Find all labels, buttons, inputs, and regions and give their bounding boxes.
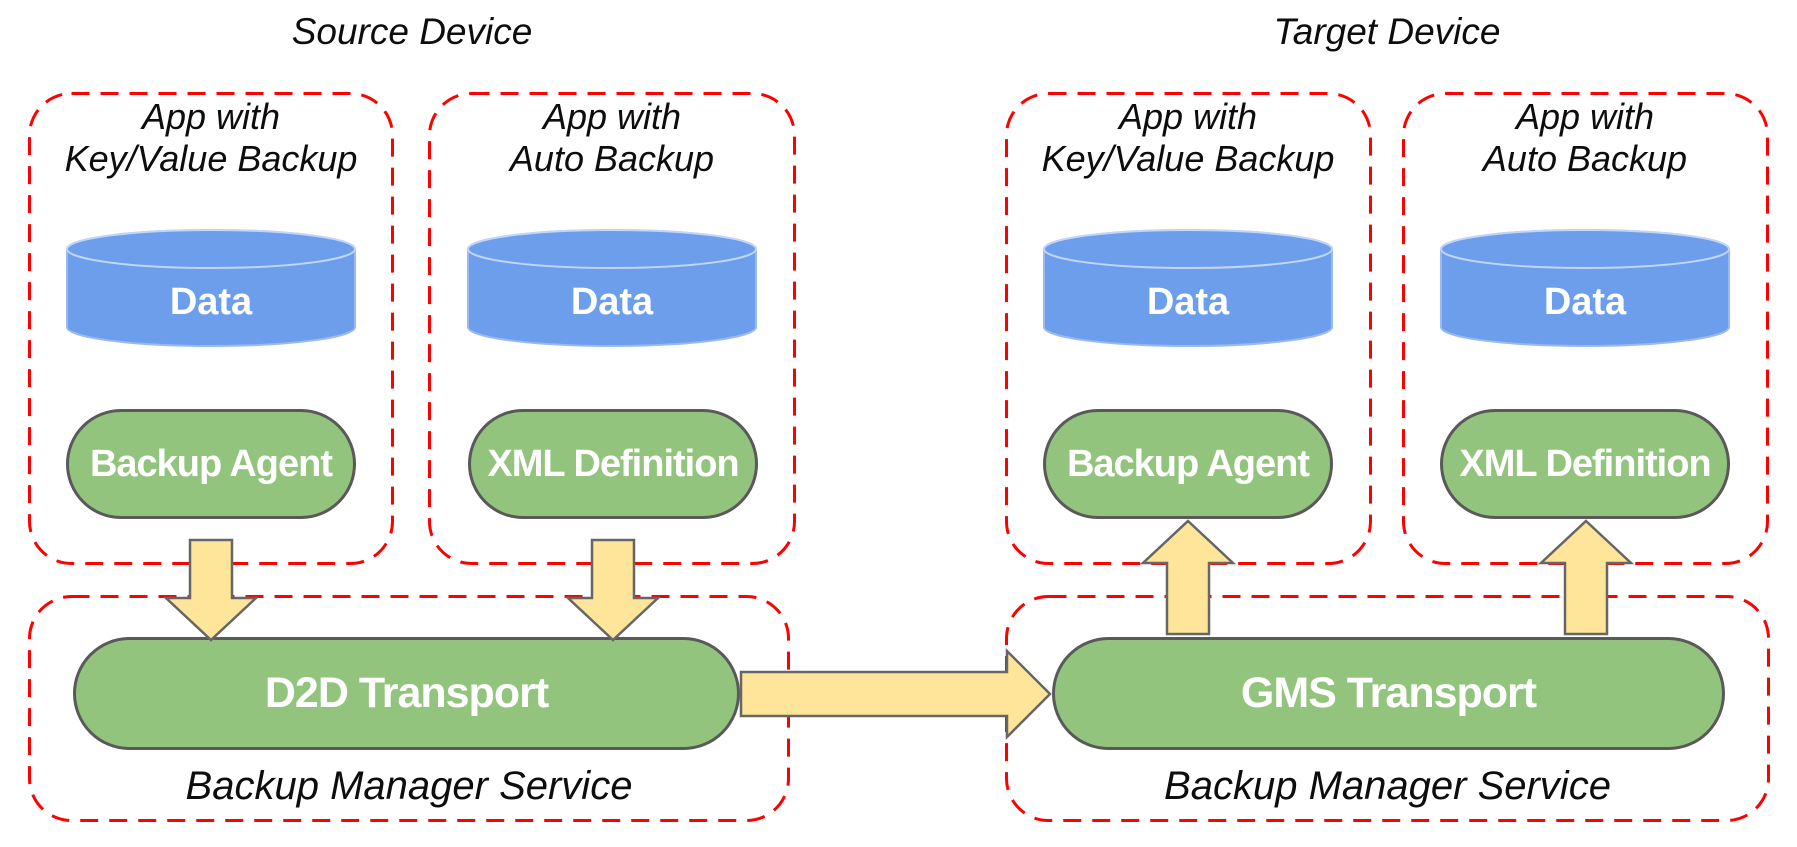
- data-cylinder-target-keyvalue: Data: [1042, 228, 1334, 348]
- service-box-source: [28, 595, 790, 822]
- backup-manager-service-label-source: Backup Manager Service: [185, 763, 633, 808]
- gms-transport-capsule: GMS Transport: [1052, 637, 1725, 750]
- service-box-target: [1005, 595, 1770, 822]
- app-label-line2: Key/Value Backup: [64, 138, 358, 180]
- cylinder-shape: [1440, 229, 1730, 347]
- app-label-line2: Auto Backup: [1482, 138, 1688, 180]
- data-cylinder-target-auto: Data: [1439, 228, 1731, 348]
- backup-agent-capsule-source: Backup Agent: [66, 409, 356, 519]
- app-label-line1: App with: [1515, 96, 1655, 137]
- target-device-title: Target Device: [1273, 11, 1501, 52]
- d2d-transport-capsule: D2D Transport: [73, 637, 740, 750]
- xml-definition-capsule-target: XML Definition: [1440, 409, 1730, 519]
- data-label: Data: [169, 280, 253, 323]
- data-label: Data: [1146, 280, 1230, 323]
- app-label-source-auto: App with Auto Backup: [428, 96, 796, 180]
- data-cylinder-source-auto: Data: [466, 228, 758, 348]
- data-label: Data: [570, 280, 654, 323]
- data-cylinder-source-keyvalue: Data: [65, 228, 357, 348]
- backup-agent-capsule-target: Backup Agent: [1043, 409, 1333, 519]
- cylinder-shape: [1043, 229, 1333, 347]
- app-label-target-keyvalue: App with Key/Value Backup: [1005, 96, 1371, 180]
- app-label-line2: Auto Backup: [509, 138, 715, 180]
- backup-manager-service-label-target: Backup Manager Service: [1164, 763, 1611, 808]
- app-label-line1: App with: [542, 96, 682, 137]
- app-label-line2: Key/Value Backup: [1041, 138, 1335, 180]
- cylinder-shape: [467, 229, 757, 347]
- app-label-target-auto: App with Auto Backup: [1402, 96, 1768, 180]
- data-label: Data: [1543, 280, 1627, 323]
- app-label-line1: App with: [1118, 96, 1258, 137]
- source-device-title: Source Device: [291, 11, 533, 52]
- app-label-line1: App with: [141, 96, 281, 137]
- app-label-source-keyvalue: App with Key/Value Backup: [28, 96, 394, 180]
- cylinder-shape: [66, 229, 356, 347]
- xml-definition-capsule-source: XML Definition: [468, 409, 758, 519]
